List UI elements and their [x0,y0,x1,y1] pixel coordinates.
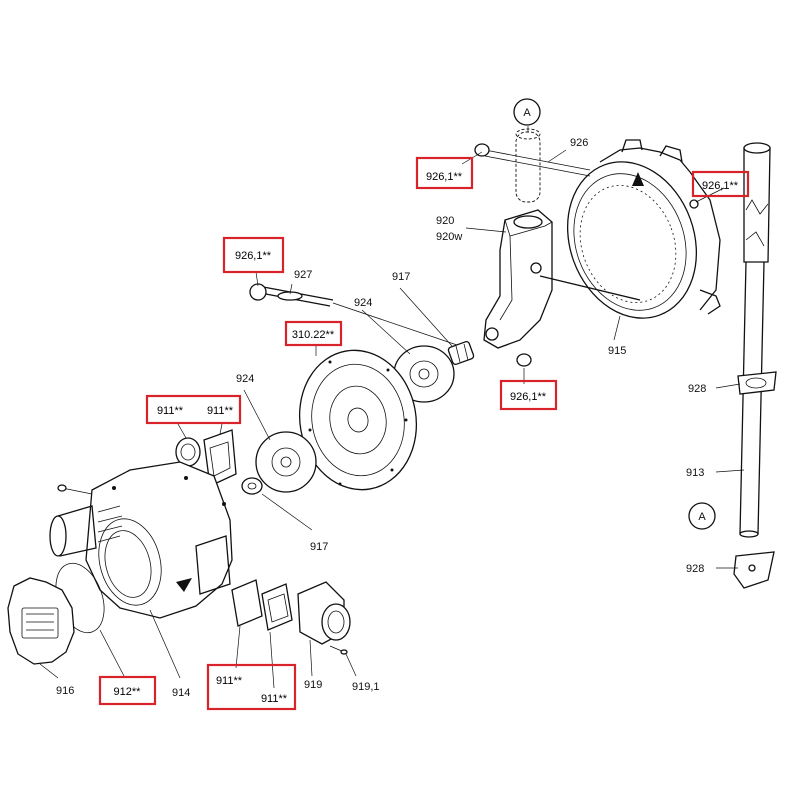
label-919-1: 919,1 [352,681,380,693]
label-914: 914 [172,687,190,699]
outlet-919 [297,581,351,655]
highlight-926-1-mid-label: 926,1** [510,391,547,403]
pump-body-914 [49,461,233,619]
label-920: 920 [436,215,454,227]
label-924-top: 924 [354,297,372,309]
handle-tube-913 [739,142,771,538]
highlight-310-22: 310.22** [284,320,343,347]
highlight-926-1-top: 926,1** [415,156,474,190]
label-919: 919 [304,679,322,691]
label-913: 913 [686,467,704,479]
highlight-926-1-right-label: 926,1** [702,180,739,192]
yoke-920 [483,209,641,349]
reference-a-top: A [513,98,541,126]
clip-928-bottom [733,551,775,589]
highlight-926-1-left: 926,1** [222,236,285,274]
label-928-bottom: 928 [686,563,704,575]
label-924-mid: 924 [236,373,254,385]
highlight-911-bottom-left-label: 911** [216,675,243,687]
highlight-911-pair-top: 911** 911** [145,394,242,425]
highlight-912: 912** [98,675,157,706]
highlight-912-label: 912** [114,686,142,698]
label-928-top: 928 [688,383,706,395]
reference-a-mid: A [688,502,716,530]
highlight-911-bottom-right-label: 911** [261,693,288,705]
valve-seats-911-bottom [231,579,293,631]
highlight-926-1-mid: 926,1** [499,379,558,411]
nut-917-bottom [241,477,263,495]
highlight-926-1-top-label: 926,1** [426,171,463,183]
highlight-911-pair-bottom: 911** 911** [206,663,297,711]
highlight-926-1-left-label: 926,1** [235,250,272,262]
highlight-911-top-left-label: 911** [157,405,184,417]
reference-a-mid-label: A [698,511,706,523]
label-915: 915 [608,345,626,357]
housing-ring-915 [566,139,721,319]
washer-926-1-mid [516,353,532,367]
label-916: 916 [56,685,74,697]
diaphragm-310-22 [298,349,418,491]
label-917-top: 917 [392,271,410,283]
diaphragm-924-mid [255,431,317,493]
shaft-927 [249,283,461,347]
label-926: 926 [570,137,588,149]
valve-seats-911-top [175,429,237,487]
highlight-926-1-right: 926,1** [691,170,750,198]
nut-917-top [447,340,475,366]
highlight-911-top-right-label: 911** [207,405,234,417]
end-cover-916 [7,577,75,665]
label-917-bottom: 917 [310,541,328,553]
highlight-310-22-label: 310.22** [292,329,335,341]
label-927: 927 [294,269,312,281]
reference-a-top-label: A [523,107,531,119]
leader-lines [39,126,745,689]
clip-928-top [737,371,777,395]
label-920w: 920w [436,231,462,243]
bolt-926 [474,143,591,177]
